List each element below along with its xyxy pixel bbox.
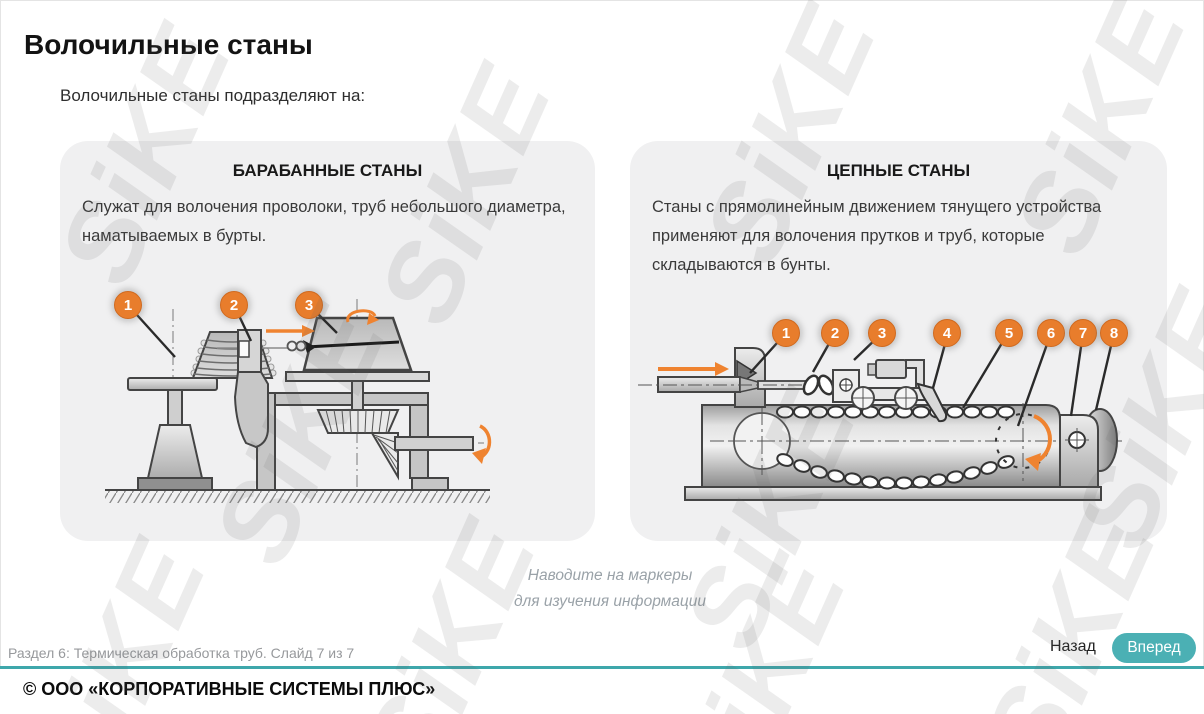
marker-chain-7[interactable]: 7 bbox=[1069, 319, 1097, 347]
sprocket bbox=[995, 403, 1052, 481]
marker-chain-5[interactable]: 5 bbox=[995, 319, 1023, 347]
end-wheel-and-stand bbox=[1059, 408, 1118, 488]
panel-chain-description: Станы с прямолинейным движением тянущего… bbox=[652, 198, 1102, 274]
drum-mill-diagram bbox=[105, 299, 492, 503]
breadcrumb: Раздел 6: Термическая обработка труб. Сл… bbox=[8, 645, 355, 661]
chain-mill-diagram bbox=[638, 332, 1122, 501]
rod bbox=[638, 376, 815, 393]
base-plate bbox=[684, 486, 1102, 501]
intro-text: Волочильные станы подразделяют на: bbox=[60, 86, 366, 105]
orange-arrows bbox=[266, 309, 492, 464]
hover-hint: Наводите на маркеры для изучения информа… bbox=[440, 563, 780, 615]
die-holder bbox=[233, 329, 269, 449]
marker-chain-3[interactable]: 3 bbox=[868, 319, 896, 347]
wire bbox=[217, 340, 307, 352]
end-circle bbox=[728, 407, 796, 475]
hover-hint-line2: для изучения информации bbox=[513, 593, 707, 610]
marker-chain-1[interactable]: 1 bbox=[772, 319, 800, 347]
hook bbox=[802, 374, 835, 396]
trolley bbox=[832, 359, 948, 423]
die-stand bbox=[734, 347, 766, 408]
panel-drum-title: БАРАБАННЫЕ СТАНЫ bbox=[232, 161, 423, 180]
marker-chain-4[interactable]: 4 bbox=[933, 319, 961, 347]
chain-sag bbox=[776, 453, 1015, 490]
marker-drum-2[interactable]: 2 bbox=[220, 291, 248, 319]
drum-and-gear bbox=[285, 316, 474, 481]
marker-drum-1[interactable]: 1 bbox=[114, 291, 142, 319]
frame bbox=[256, 392, 449, 491]
marker-chain-2[interactable]: 2 bbox=[821, 319, 849, 347]
page-title: Волочильные станы bbox=[24, 28, 313, 60]
panel-drum-description: Служат для волочения проволоки, труб неб… bbox=[82, 198, 566, 245]
hover-hint-line1: Наводите на маркеры bbox=[527, 567, 693, 584]
marker-chain-6[interactable]: 6 bbox=[1037, 319, 1065, 347]
copyright: © ООО «КОРПОРАТИВНЫЕ СИСТЕМЫ ПЛЮС» bbox=[23, 679, 436, 699]
ground bbox=[105, 489, 490, 503]
panel-chain-title: ЦЕПНЫЕ СТАНЫ bbox=[826, 161, 971, 180]
back-button[interactable]: Назад bbox=[1044, 637, 1102, 657]
feed-arrow bbox=[658, 362, 729, 376]
marker-drum-3[interactable]: 3 bbox=[295, 291, 323, 319]
marker-chain-8[interactable]: 8 bbox=[1100, 319, 1128, 347]
forward-button[interactable]: Вперед bbox=[1112, 633, 1196, 663]
footer-divider bbox=[0, 666, 1204, 669]
